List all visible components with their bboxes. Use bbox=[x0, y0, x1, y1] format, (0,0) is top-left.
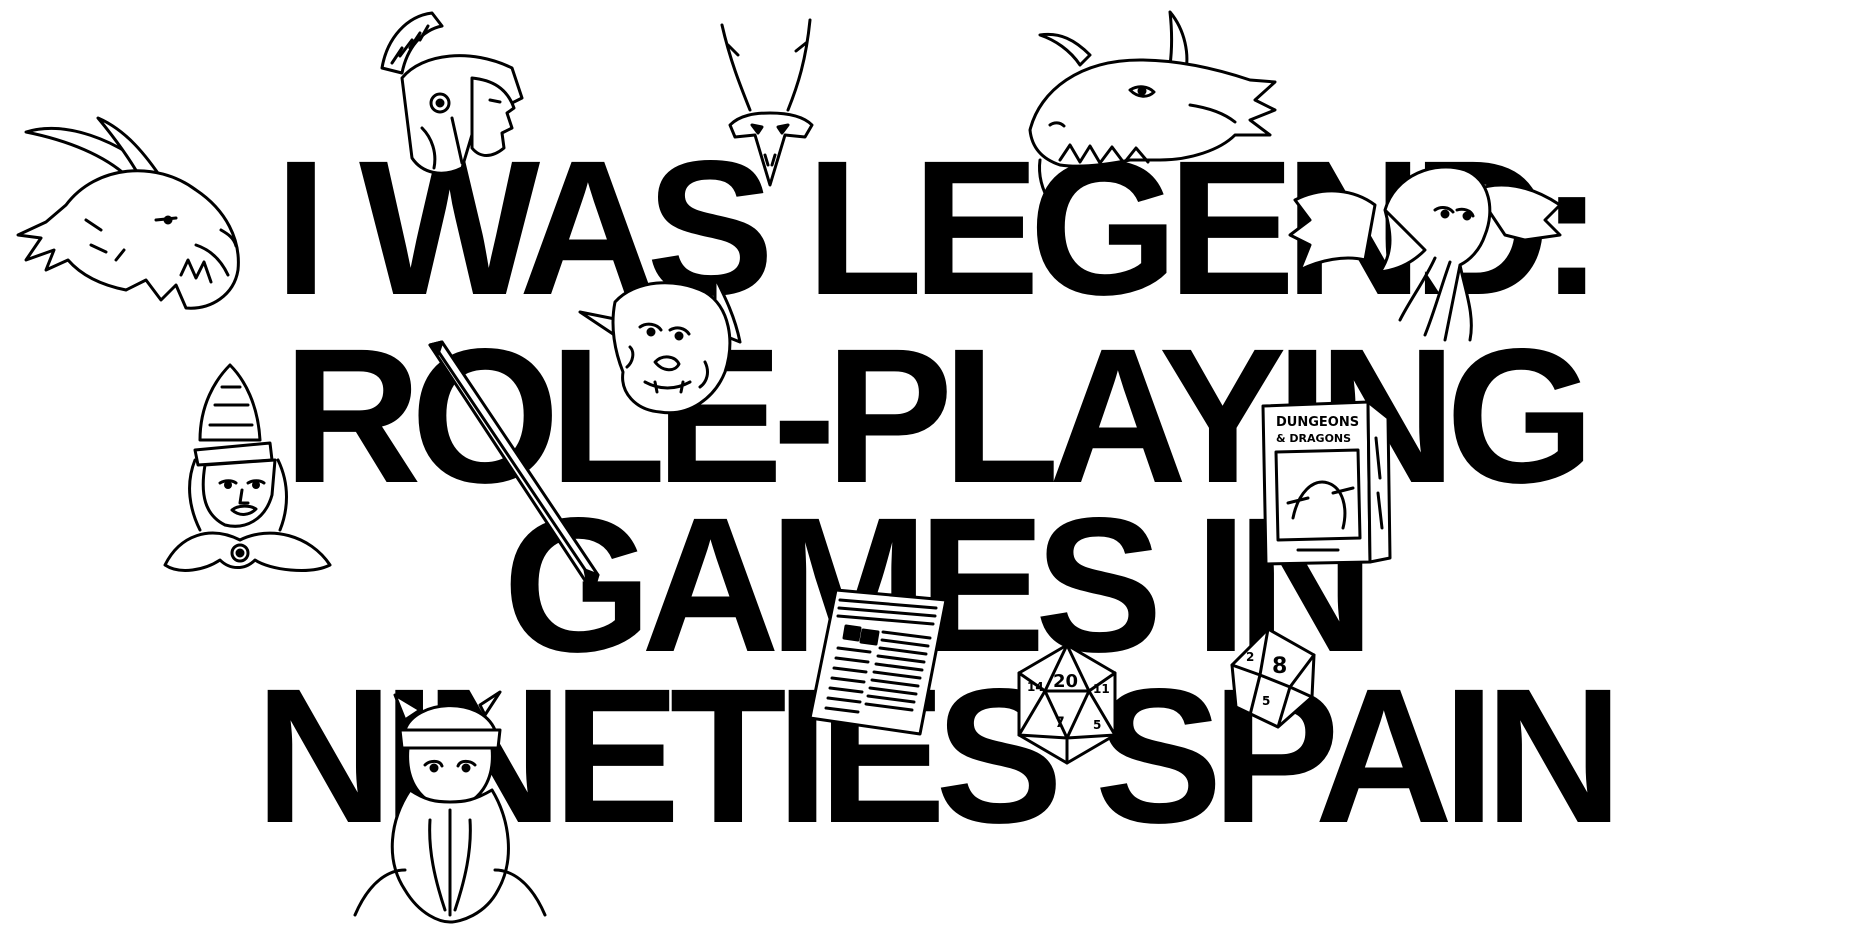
d20-face-lower-right: 5 bbox=[1093, 718, 1101, 732]
character-sheet-illustration bbox=[808, 588, 948, 736]
d20-face-bottom: 7 bbox=[1055, 715, 1065, 731]
title-line-1: I WAS LEGEND: bbox=[274, 120, 1603, 335]
horned-skull-illustration bbox=[720, 18, 814, 187]
dwarf-illustration bbox=[353, 690, 547, 924]
d10-face-left: 2 bbox=[1246, 650, 1254, 664]
dnd-box-illustration: DUNGEONS & DRAGONS bbox=[1261, 400, 1392, 566]
d20-face-main: 20 bbox=[1053, 671, 1078, 692]
title-line-3: GAMES IN bbox=[502, 477, 1375, 692]
d10-face-bottom: 5 bbox=[1262, 694, 1270, 708]
dragon-head-right-illustration bbox=[1028, 10, 1277, 208]
dragon-head-left-illustration bbox=[16, 116, 240, 310]
d10-dice-illustration: 8 2 5 bbox=[1230, 627, 1316, 729]
roman-soldier-illustration bbox=[380, 11, 524, 175]
d10-face-main: 8 bbox=[1272, 654, 1287, 679]
d20-face-left: 14 bbox=[1027, 680, 1044, 694]
d20-dice-illustration: 20 14 11 5 7 bbox=[1017, 643, 1117, 765]
dnd-box-title-line2: & DRAGONS bbox=[1276, 432, 1351, 445]
warrior-woman-illustration bbox=[163, 363, 332, 572]
pencil-illustration bbox=[428, 340, 600, 587]
d20-face-right: 11 bbox=[1093, 682, 1110, 696]
goblin-head-illustration bbox=[578, 275, 742, 415]
dnd-box-title-line1: DUNGEONS bbox=[1276, 415, 1359, 430]
cthulhu-illustration bbox=[1288, 165, 1562, 342]
